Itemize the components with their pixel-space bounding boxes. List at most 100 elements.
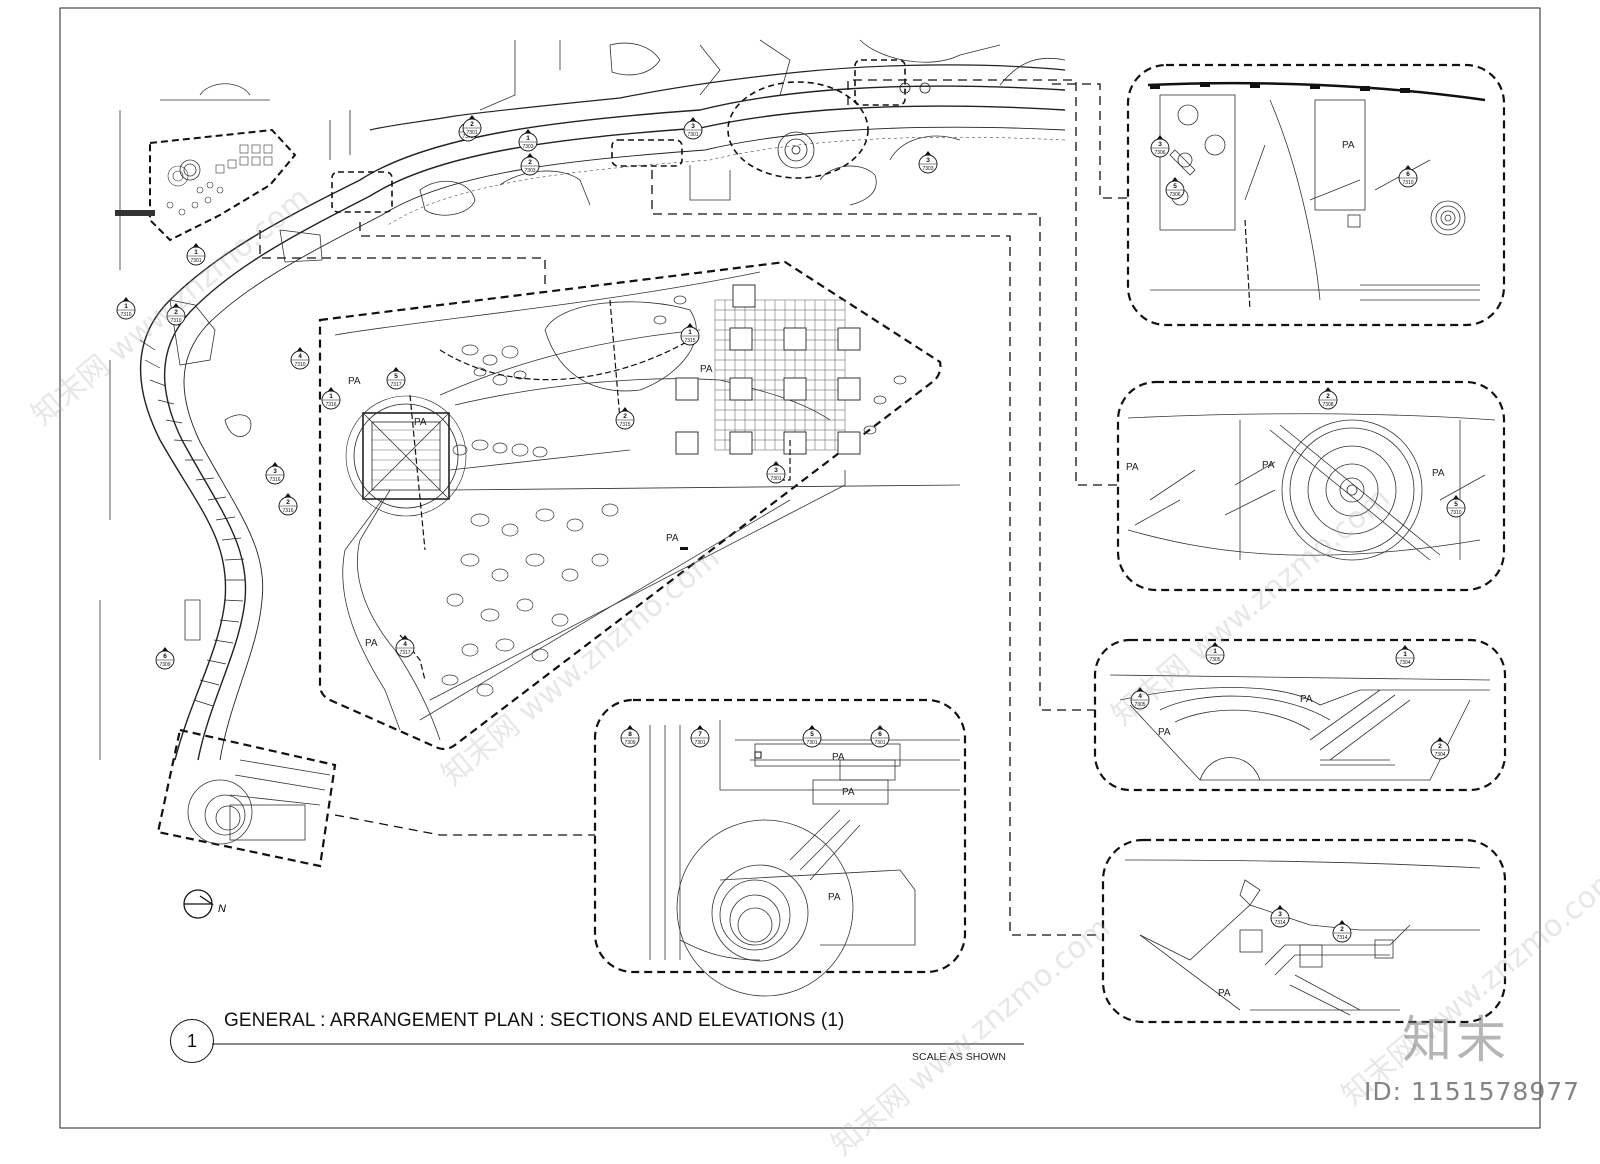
section-marker-number: 2: [1438, 743, 1442, 750]
section-marker-sheet-ref: 7301: [694, 740, 705, 746]
section-marker-sheet-ref: 7310: [1402, 180, 1413, 186]
detail-panel-4: [1101, 838, 1507, 1024]
section-marker: 3 7316: [265, 462, 285, 485]
area-label: PA: [828, 892, 841, 903]
section-marker-number: 2: [470, 121, 474, 128]
section-marker-number: 3: [774, 467, 778, 474]
section-marker: 1 7316: [321, 387, 341, 410]
section-marker-number: 6: [1406, 171, 1410, 178]
section-marker-number: 4: [298, 353, 302, 360]
section-marker-number: 6: [163, 653, 167, 660]
central-plaza-detail: [318, 260, 961, 751]
area-label: PA: [666, 533, 679, 544]
section-marker: 2 7304: [1430, 737, 1450, 760]
section-marker-sheet-ref: 7304: [1434, 752, 1445, 758]
area-label: PA: [1262, 460, 1275, 471]
north-arrow: N: [183, 889, 226, 919]
section-marker-number: 2: [174, 309, 178, 316]
section-marker-sheet-ref: 7301: [770, 476, 781, 482]
promenade-path: [139, 64, 1066, 761]
area-label: PA: [348, 376, 361, 387]
area-label: PA: [414, 417, 427, 428]
section-marker-number: 1: [329, 393, 333, 400]
section-marker-sheet-ref: 7302: [462, 134, 473, 140]
section-marker-number: 1: [526, 135, 530, 142]
area-label: PA: [1432, 468, 1445, 479]
section-marker-sheet-ref: 7303: [922, 166, 933, 172]
area-labels: PA PA PA PA PA PA PA PA PA PA PA PA PA P…: [348, 140, 1445, 999]
section-marker: 2 7301: [462, 115, 482, 138]
section-marker-number: 6: [878, 731, 882, 738]
highlight-boxes: [331, 59, 906, 213]
detail-panel-3: [1093, 638, 1507, 792]
section-marker-sheet-ref: 7316: [269, 477, 280, 483]
section-marker-sheet-ref: 7309: [624, 740, 635, 746]
drawing-title: GENERAL : ARRANGEMENT PLAN : SECTIONS AN…: [224, 1010, 845, 1031]
section-marker-number: 5: [810, 731, 814, 738]
section-marker-sheet-ref: 7306: [1154, 150, 1165, 156]
section-marker-sheet-ref: 7310: [1450, 510, 1461, 516]
section-marker-number: 2: [528, 159, 532, 166]
section-marker-number: 1: [688, 329, 692, 336]
area-label: PA: [365, 638, 378, 649]
section-marker-sheet-ref: 7305: [1134, 702, 1145, 708]
section-marker-sheet-ref: 7306: [1169, 192, 1180, 198]
area-label: PA: [1300, 694, 1313, 705]
north-label: N: [218, 903, 226, 915]
section-marker: 8 7309: [620, 725, 640, 748]
section-marker-sheet-ref: 7317: [399, 650, 410, 656]
scale-note: SCALE AS SHOWN: [912, 1051, 1006, 1063]
drawing-number: 1: [170, 1019, 214, 1063]
section-marker-sheet-ref: 7310: [120, 312, 131, 318]
section-marker: 5 7306: [1165, 177, 1185, 200]
section-marker-sheet-ref: 7310: [170, 318, 181, 324]
section-marker-sheet-ref: 7314: [1336, 935, 1347, 941]
corner-plaza-detail: [156, 728, 337, 868]
section-marker-sheet-ref: 7315: [619, 422, 630, 428]
section-marker-sheet-ref: 7316: [325, 402, 336, 408]
section-marker: 3 7301: [766, 461, 786, 484]
section-marker-sheet-ref: 7308: [1322, 402, 1333, 408]
section-marker-number: 1: [1213, 648, 1217, 655]
section-marker: 7 7301: [690, 725, 710, 748]
section-marker-sheet-ref: 7303: [522, 144, 533, 150]
section-marker: 3 7301: [683, 117, 703, 140]
area-label: PA: [1342, 140, 1355, 151]
section-marker-number: 3: [273, 468, 277, 475]
section-marker-number: 5: [1173, 183, 1177, 190]
section-marker: 2 7310: [166, 303, 186, 326]
section-marker-sheet-ref: 7301: [687, 132, 698, 138]
section-marker-number: 3: [1278, 911, 1282, 918]
callout-leaders: [259, 79, 1128, 936]
section-marker-sheet-ref: 7317: [390, 382, 401, 388]
site-context: [99, 39, 1066, 760]
area-label: PA: [700, 364, 713, 375]
area-label: PA: [1126, 462, 1139, 473]
section-marker: 6 7301: [870, 725, 890, 748]
section-marker-sheet-ref: 7309: [159, 662, 170, 668]
area-label: PA: [1218, 988, 1231, 999]
arrangement-plan-drawing: N PA PA PA PA PA PA PA PA PA PA PA PA PA…: [59, 7, 1541, 1129]
section-marker-sheet-ref: 7301: [874, 740, 885, 746]
section-marker-number: 7: [698, 731, 702, 738]
section-marker-sheet-ref: 7305: [1209, 657, 1220, 663]
section-marker-sheet-ref: 7304: [1399, 660, 1410, 666]
section-marker-number: 3: [691, 123, 695, 130]
section-marker-number: 1: [194, 249, 198, 256]
detail-panel-1: [1126, 63, 1506, 327]
section-marker-sheet-ref: 7301: [466, 130, 477, 136]
section-marker-number: 8: [628, 731, 632, 738]
section-marker: 6 7310: [1398, 165, 1418, 188]
